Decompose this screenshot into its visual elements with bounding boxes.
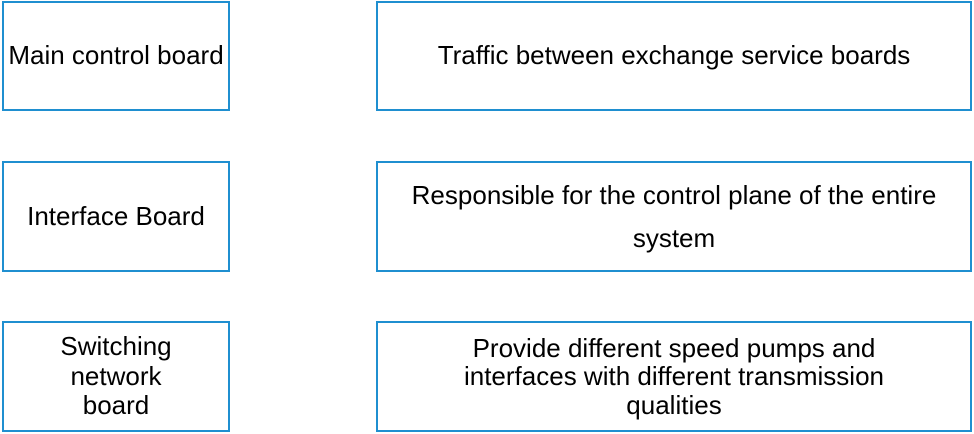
component-box-main-control-board: Main control board	[2, 1, 230, 111]
function-box-3: Provide different speed pumps and interf…	[376, 321, 972, 432]
component-label: Switching network board	[60, 330, 172, 421]
function-label: Traffic between exchange service boards	[437, 40, 911, 71]
function-label: Provide different speed pumps and interf…	[463, 332, 885, 420]
function-box-2: Responsible for the control plane of the…	[376, 161, 972, 272]
function-label: Responsible for the control plane of the…	[411, 179, 937, 253]
function-box-1: Traffic between exchange service boards	[376, 1, 972, 111]
component-label: Interface Board	[27, 200, 205, 231]
component-box-interface-board: Interface Board	[2, 161, 230, 272]
component-box-switching-network-board: Switching network board	[2, 321, 230, 432]
component-label: Main control board	[8, 40, 224, 71]
